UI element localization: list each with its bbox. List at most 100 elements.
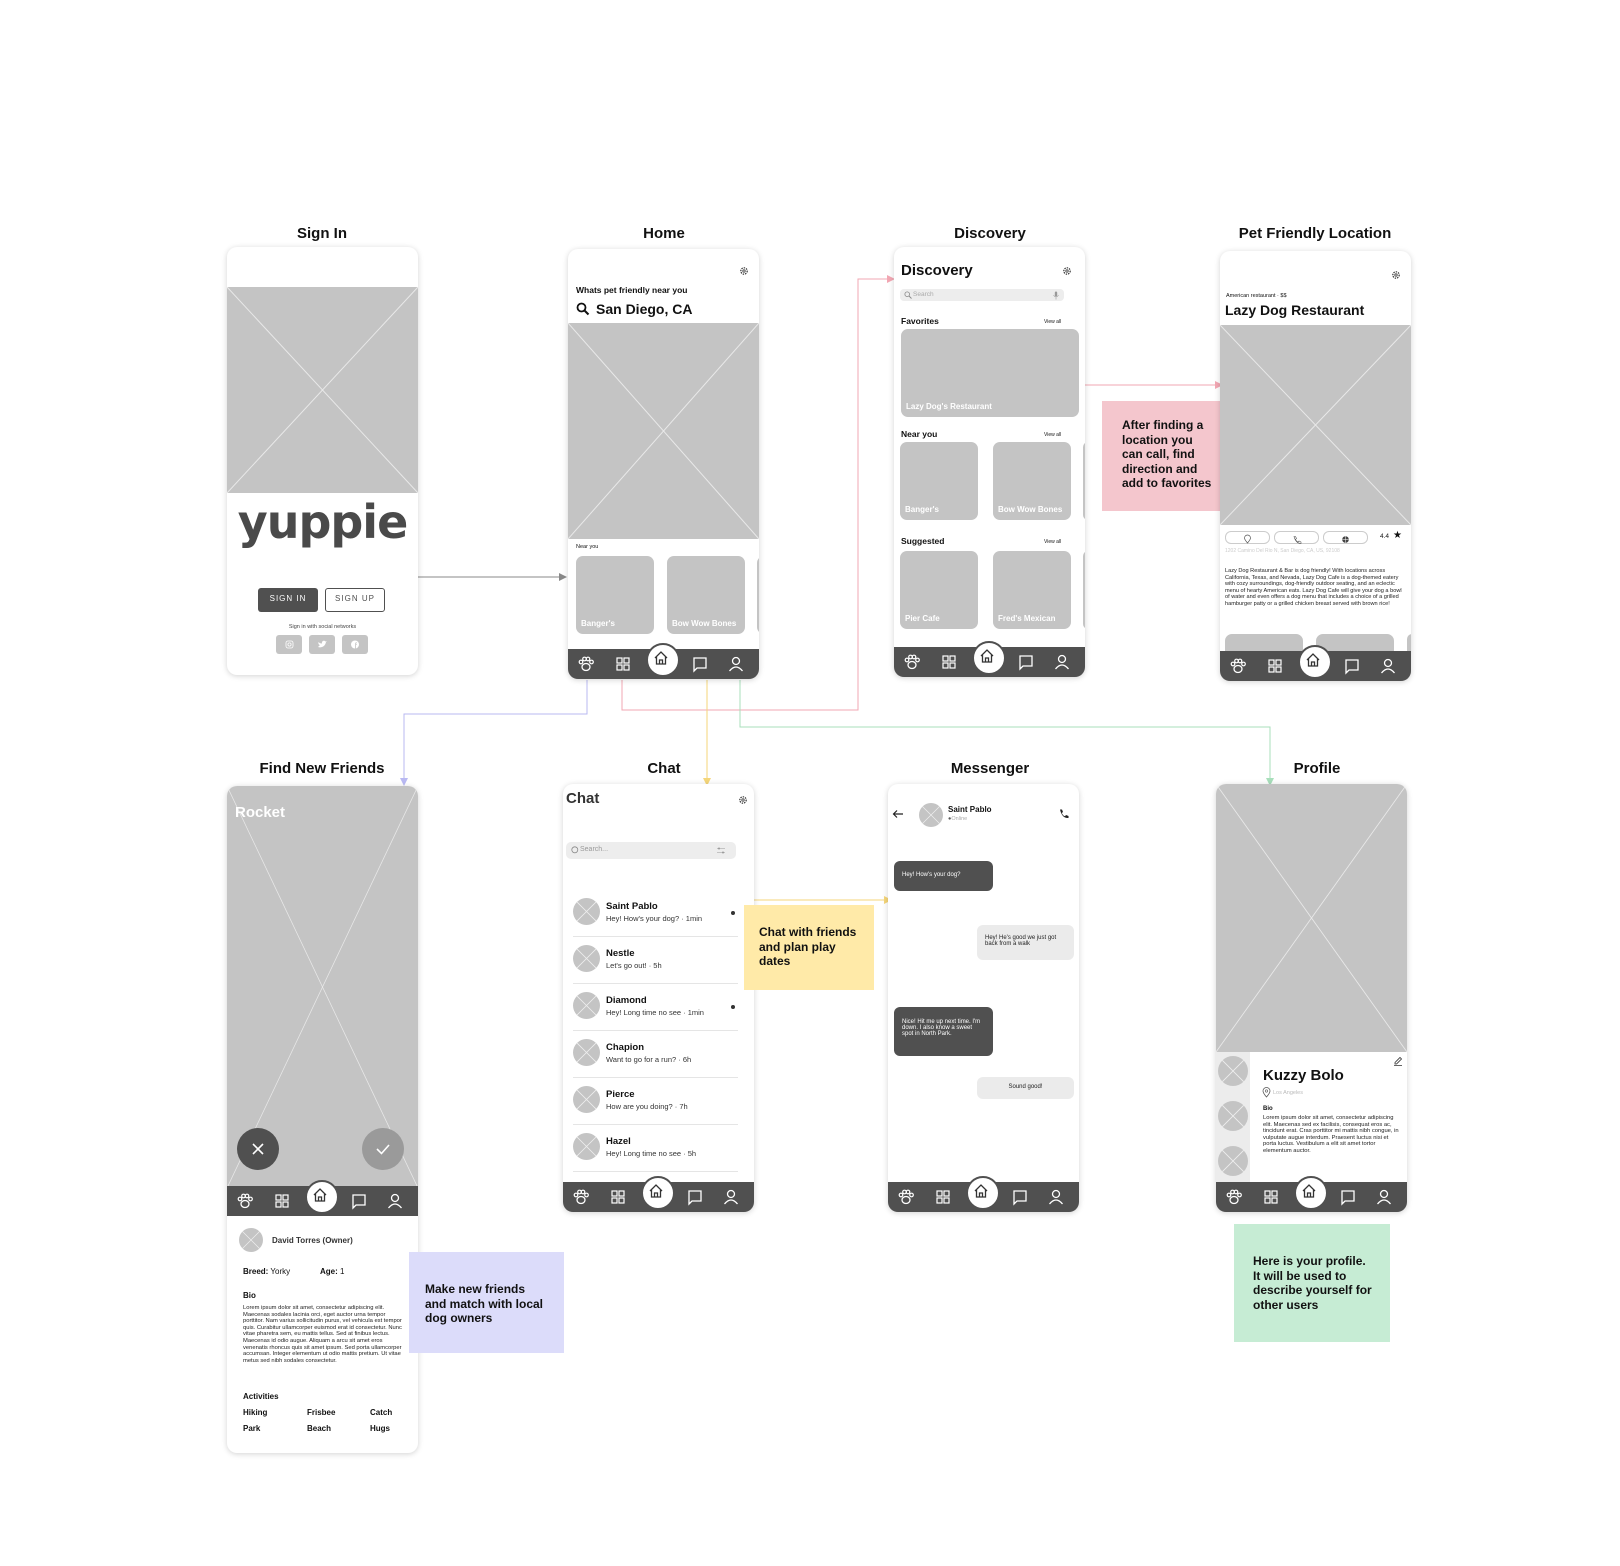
contact-avatar[interactable] — [919, 803, 943, 827]
house-icon — [1302, 1184, 1316, 1198]
pet-avatar-1[interactable] — [1218, 1056, 1248, 1086]
note-green: Here is your profile. It will be used to… — [1234, 1224, 1390, 1342]
sign-in-button[interactable]: SIGN IN — [258, 588, 318, 612]
search-icon[interactable] — [576, 302, 590, 316]
suggested-view-all-link[interactable]: View all — [1044, 539, 1062, 545]
grid-icon[interactable] — [272, 1191, 292, 1211]
dog-photo-placeholder — [227, 786, 418, 1188]
near-card-bow-wow[interactable]: Bow Wow Bones — [667, 556, 745, 634]
favorites-view-all-link[interactable]: View all — [1044, 319, 1062, 325]
chat-bubble-icon[interactable] — [1342, 656, 1362, 676]
chat-bubble-icon[interactable] — [685, 1187, 705, 1207]
location-hero-placeholder — [1220, 325, 1411, 525]
chat-bubble-icon[interactable] — [1016, 652, 1036, 672]
settings-gear-icon[interactable] — [738, 795, 748, 805]
near-card-bangers[interactable]: Banger's — [900, 442, 978, 520]
home-nav-button[interactable] — [1298, 645, 1332, 679]
back-arrow-icon[interactable] — [892, 809, 904, 819]
location-description: Lazy Dog Restaurant & Bar is dog friendl… — [1225, 568, 1402, 607]
contact-avatar — [573, 992, 600, 1019]
pet-avatar-3[interactable] — [1218, 1146, 1248, 1176]
user-icon[interactable] — [1046, 1187, 1066, 1207]
activity-beach: Beach — [307, 1424, 332, 1433]
sign-up-button[interactable]: SIGN UP — [325, 588, 385, 612]
frame-title-discovery: Discovery — [954, 225, 1026, 242]
twitter-button[interactable] — [309, 635, 335, 654]
near-you-view-all-link[interactable]: View all — [1044, 432, 1062, 438]
accept-button[interactable] — [362, 1128, 404, 1170]
near-card-bow-wow[interactable]: Bow Wow Bones — [993, 442, 1071, 520]
owner-avatar[interactable] — [239, 1228, 263, 1252]
user-icon[interactable] — [726, 654, 746, 674]
microphone-icon[interactable] — [1052, 291, 1060, 300]
pet-avatar-2[interactable] — [1218, 1101, 1248, 1131]
reject-button[interactable] — [237, 1128, 279, 1170]
user-icon[interactable] — [1374, 1187, 1394, 1207]
chat-bubble-icon[interactable] — [349, 1191, 369, 1211]
home-nav-button[interactable] — [305, 1180, 339, 1214]
grid-icon[interactable] — [1261, 1187, 1281, 1207]
home-nav-button[interactable] — [641, 1176, 675, 1210]
settings-gear-icon[interactable] — [1391, 270, 1401, 280]
chat-search-input[interactable]: Search... — [566, 842, 736, 859]
chat-bubble-icon[interactable] — [690, 654, 710, 674]
edit-pencil-icon[interactable] — [1393, 1056, 1403, 1066]
house-icon — [974, 1184, 988, 1198]
grid-icon[interactable] — [939, 652, 959, 672]
grid-icon[interactable] — [613, 654, 633, 674]
settings-gear-icon[interactable] — [739, 266, 749, 276]
discovery-search-input[interactable]: Search — [900, 289, 1064, 301]
instagram-button[interactable] — [276, 635, 302, 654]
contact-status: ●Online — [948, 816, 967, 822]
home-nav-button[interactable] — [966, 1176, 1000, 1210]
paw-icon[interactable] — [1224, 1187, 1244, 1207]
paw-icon[interactable] — [896, 1187, 916, 1207]
bio-text: Lorem ipsum dolor sit amet, consectetur … — [243, 1305, 402, 1364]
phone-call-icon[interactable] — [1058, 808, 1070, 820]
message-bubble-received: Hey! How's your dog? — [894, 861, 993, 891]
user-icon[interactable] — [1378, 656, 1398, 676]
bottom-nav — [563, 1176, 754, 1212]
house-icon — [313, 1188, 327, 1202]
grid-icon[interactable] — [933, 1187, 953, 1207]
home-nav-button[interactable] — [972, 641, 1006, 675]
near-card-bangers[interactable]: Banger's — [576, 556, 654, 634]
call-button[interactable] — [1274, 531, 1319, 544]
paw-icon[interactable] — [576, 654, 596, 674]
paw-icon[interactable] — [902, 652, 922, 672]
home-hero-placeholder — [568, 323, 759, 539]
filter-icon[interactable] — [716, 846, 726, 855]
paw-icon[interactable] — [235, 1191, 255, 1211]
chat-bubble-icon[interactable] — [1010, 1187, 1030, 1207]
user-icon[interactable] — [1052, 652, 1072, 672]
settings-gear-icon[interactable] — [1062, 266, 1072, 276]
suggested-card-freds-mexican[interactable]: Fred's Mexican — [993, 551, 1071, 629]
grid-icon[interactable] — [1265, 656, 1285, 676]
website-button[interactable] — [1323, 531, 1368, 544]
home-nav-button[interactable] — [646, 643, 680, 677]
phone-icon — [1293, 536, 1302, 544]
user-icon[interactable] — [385, 1191, 405, 1211]
paw-icon[interactable] — [571, 1187, 591, 1207]
profile-photo-placeholder — [1216, 784, 1407, 1052]
home-nav-button[interactable] — [1294, 1176, 1328, 1210]
pet-friendly-location-screen: American restaurant · $$ Lazy Dog Restau… — [1220, 251, 1411, 681]
chat-bubble-icon[interactable] — [1338, 1187, 1358, 1207]
grid-icon[interactable] — [608, 1187, 628, 1207]
paw-icon[interactable] — [1228, 656, 1248, 676]
contact-name: Saint Pablo — [606, 901, 658, 912]
directions-button[interactable] — [1225, 531, 1270, 544]
favorite-card-lazy-dog[interactable]: Lazy Dog's Restaurant — [901, 329, 1079, 417]
home-location[interactable]: San Diego, CA — [596, 301, 693, 317]
user-icon[interactable] — [721, 1187, 741, 1207]
suggested-card-pier-cafe[interactable]: Pier Cafe — [900, 551, 978, 629]
facebook-button[interactable] — [342, 635, 368, 654]
